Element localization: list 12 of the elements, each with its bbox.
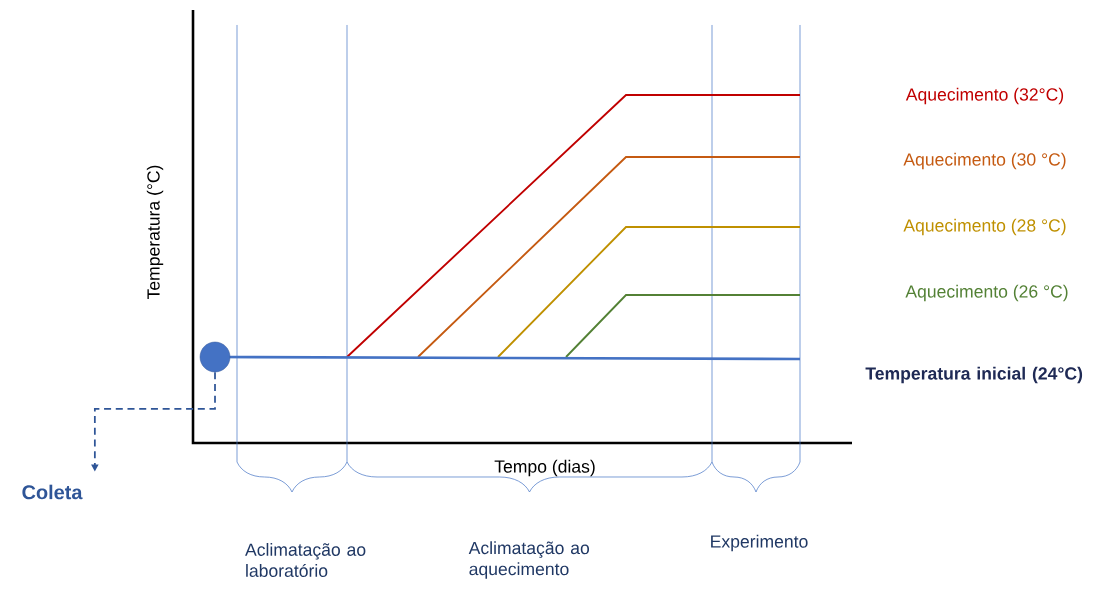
line-label: Temperatura inicial (24°C) [865, 366, 1083, 384]
node-label: Coleta [22, 484, 83, 500]
axis-label: Tempo (dias) [494, 459, 595, 477]
line-label: Aquecimento (30 °C) [903, 152, 1066, 170]
phase-label: Aclimatação ao aquecimento [468, 541, 590, 579]
axis-label: Temperatura (°C) [146, 165, 164, 300]
line-label: Aquecimento (26 °C) [905, 284, 1068, 302]
line-label: Aquecimento (32°C) [905, 87, 1064, 105]
phase-label: Experimento [711, 534, 808, 552]
phase-label: Aclimatação ao laboratório [245, 543, 366, 577]
line-label: Aquecimento (28 °C) [903, 218, 1066, 236]
collection-point [199, 341, 231, 373]
